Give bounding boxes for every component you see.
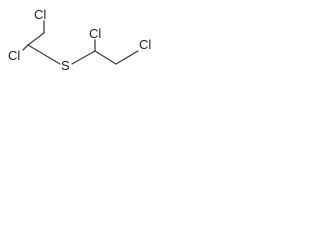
bond-ch-cl-left xyxy=(22,44,29,51)
bond-ch-s-left xyxy=(27,44,61,65)
bond-ch2-ch-left xyxy=(27,32,45,46)
chlorine-bottom-right-label: Cl xyxy=(139,37,151,52)
chlorine-top-left-label: Cl xyxy=(34,7,46,22)
bond-ch-ch2-right xyxy=(94,50,117,65)
bond-ch2-cl-right xyxy=(115,50,139,65)
bond-s-ch-right xyxy=(71,50,96,65)
chlorine-mid-left-label: Cl xyxy=(8,48,20,63)
chemical-structure: Cl Cl S Cl Cl xyxy=(8,7,151,73)
chlorine-top-right-label: Cl xyxy=(89,26,101,41)
sulfur-label: S xyxy=(61,58,70,73)
